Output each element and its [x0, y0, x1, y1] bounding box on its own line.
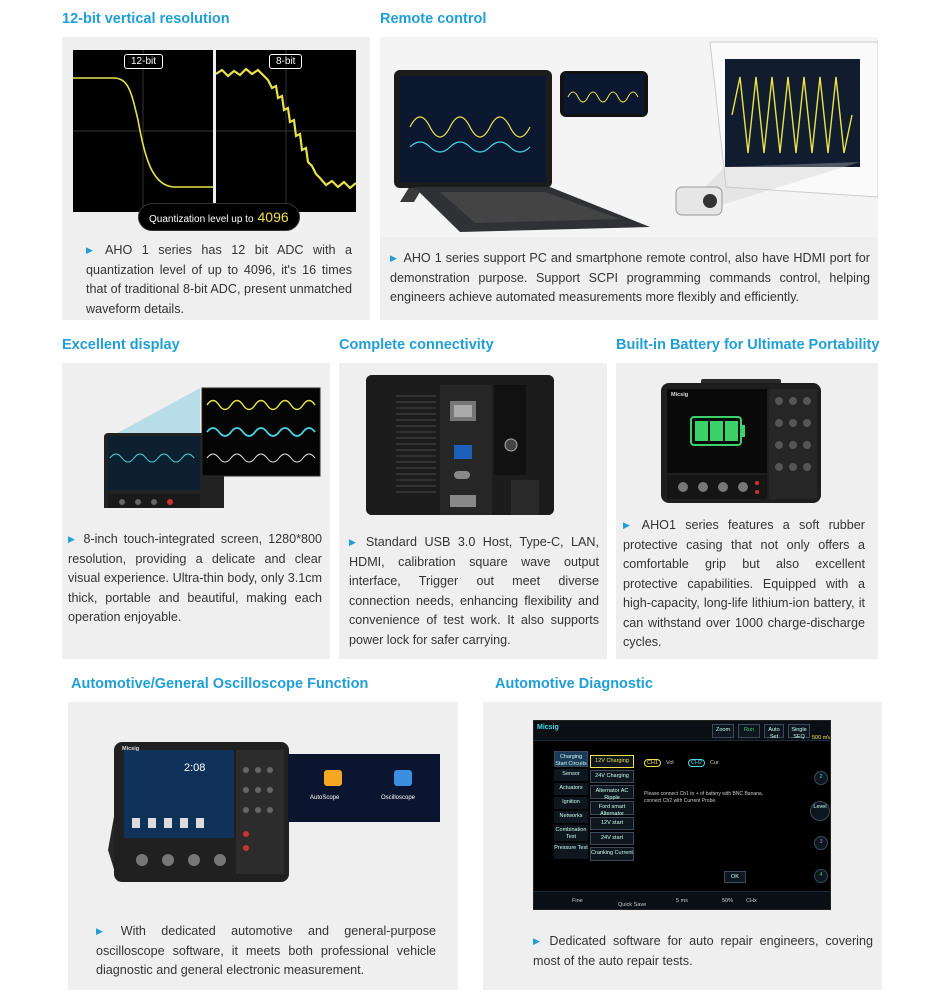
- single-seq-button[interactable]: Single SEQ: [788, 724, 810, 740]
- test-24v-charging[interactable]: 24V Charging: [590, 770, 634, 783]
- battery-image: Micsig: [661, 379, 821, 504]
- bottom-chx[interactable]: CHx: [746, 898, 757, 904]
- automotive-brand-logo: Micsig: [122, 746, 140, 752]
- test-ford-alternator[interactable]: Ford smart Alternator: [590, 801, 634, 817]
- app-oscilloscope-icon[interactable]: Oscilloscope: [381, 795, 416, 801]
- right-channel-4[interactable]: 4: [814, 869, 828, 883]
- right-channel-2[interactable]: 2: [814, 771, 828, 785]
- app-autoscope-icon[interactable]: AutoScope: [310, 795, 340, 801]
- diag-left-menu: Charging Start Circuits Sensor Actuators…: [554, 751, 588, 881]
- run-button[interactable]: Run: [738, 724, 760, 738]
- connectivity-desc-text: Standard USB 3.0 Host, Type-C, LAN, HDMI…: [349, 535, 599, 647]
- panel-connectivity: ▶Standard USB 3.0 Host, Type-C, LAN, HDM…: [339, 363, 607, 659]
- battery-description: ▶AHO1 series features a soft rubber prot…: [623, 516, 865, 653]
- ch2-label: Cur: [710, 760, 719, 766]
- bullet-icon: ▶: [86, 245, 99, 255]
- waveform-8bit-image: 8-bit: [216, 50, 356, 212]
- battery-brand-logo: Micsig: [671, 392, 689, 398]
- automotive-device-svg: [108, 742, 440, 882]
- section-title-remote: Remote control: [380, 11, 487, 27]
- right-level-button[interactable]: Level: [810, 801, 830, 821]
- test-cranking-current[interactable]: Cranking Current: [590, 847, 634, 861]
- bullet-icon: ▶: [96, 926, 115, 936]
- menu-item-sensor[interactable]: Sensor: [554, 769, 588, 781]
- diagnostic-screen: Micsig Zoom Run Auto Set Single SEQ 500 …: [533, 720, 831, 910]
- battery-device-svg: [661, 379, 821, 503]
- ch1-label: Vol: [666, 760, 674, 766]
- menu-item-combination[interactable]: Combination Test: [554, 825, 588, 841]
- test-24v-start[interactable]: 24V start: [590, 832, 634, 845]
- volt-div-readout: 500 mV: [812, 735, 831, 741]
- ports-svg: [366, 375, 554, 515]
- test-12v-start[interactable]: 12V start: [590, 817, 634, 830]
- display-description: ▶8-inch touch-integrated screen, 1280*80…: [68, 530, 322, 628]
- panel-display: ▶8-inch touch-integrated screen, 1280*80…: [62, 363, 330, 659]
- section-title-battery: Built-in Battery for Ultimate Portabilit…: [616, 337, 880, 353]
- automotive-clock: 2:08: [184, 762, 206, 774]
- test-alternator-ripple[interactable]: Alternator AC Ripple: [590, 785, 634, 801]
- remote-desc-text: AHO 1 series support PC and smartphone r…: [390, 251, 871, 304]
- ch1-indicator: CH1: [644, 759, 662, 767]
- display-device-svg: [104, 387, 321, 508]
- waveform-12bit-svg: [73, 50, 213, 212]
- test-12v-charging[interactable]: 12V Charging: [590, 755, 634, 768]
- connectivity-description: ▶Standard USB 3.0 Host, Type-C, LAN, HDM…: [349, 533, 599, 650]
- quantization-value: 4096: [257, 209, 289, 225]
- bottom-trigger-percent[interactable]: 50%: [722, 898, 734, 904]
- quantization-label: Quantization level up to: [149, 214, 254, 225]
- remote-devices-svg: [394, 41, 878, 232]
- resolution-description: ▶AHO 1 series has 12 bit ADC with a quan…: [86, 241, 352, 319]
- zoom-button[interactable]: Zoom: [712, 724, 734, 738]
- diag-brand-logo: Micsig: [537, 724, 559, 731]
- auto-set-button[interactable]: Auto Set: [764, 724, 784, 740]
- right-channel-3[interactable]: 3: [814, 836, 828, 850]
- display-image: [82, 378, 322, 508]
- menu-item-networks[interactable]: Networks: [554, 811, 588, 823]
- automotive-desc-text: With dedicated automotive and general-pu…: [96, 924, 437, 977]
- section-title-display: Excellent display: [62, 337, 180, 353]
- panel-automotive: Micsig 2:08 AutoScope Oscilloscope ▶With…: [68, 702, 458, 990]
- menu-item-pressure[interactable]: Pressure Test: [554, 843, 588, 859]
- connectivity-image: [366, 375, 554, 515]
- diag-top-bar: [534, 721, 830, 741]
- display-desc-text: 8-inch touch-integrated screen, 1280*800…: [68, 532, 323, 624]
- menu-item-charging[interactable]: Charging Start Circuits: [554, 751, 588, 767]
- ch2-indicator: CH2: [688, 759, 706, 767]
- remote-control-image: [380, 37, 878, 237]
- waveform-8bit-svg: [216, 50, 356, 212]
- bottom-quick-save[interactable]: Quick Save: [618, 902, 647, 908]
- bullet-icon: ▶: [623, 520, 636, 530]
- bullet-icon: ▶: [390, 253, 398, 263]
- diagnostic-description: ▶Dedicated software for auto repair engi…: [533, 932, 873, 971]
- diag-bottom-bar: [534, 891, 830, 909]
- section-title-connectivity: Complete connectivity: [339, 337, 494, 353]
- section-title-diagnostic: Automotive Diagnostic: [495, 676, 653, 692]
- section-title-automotive: Automotive/General Oscilloscope Function: [71, 676, 369, 692]
- menu-item-ignition[interactable]: Ignition: [554, 797, 588, 809]
- bullet-icon: ▶: [68, 534, 78, 544]
- remote-description: ▶AHO 1 series support PC and smartphone …: [390, 249, 870, 308]
- resolution-desc-text: AHO 1 series has 12 bit ADC with a quant…: [86, 243, 352, 316]
- chip-12bit: 12-bit: [124, 54, 164, 69]
- waveform-12bit-image: 12-bit: [73, 50, 213, 212]
- battery-desc-text: AHO1 series features a soft rubber prote…: [623, 518, 865, 649]
- diag-test-buttons: 12V Charging 24V Charging Alternator AC …: [590, 755, 634, 875]
- chip-8bit: 8-bit: [269, 54, 303, 69]
- panel-remote: ▶AHO 1 series support PC and smartphone …: [380, 37, 878, 320]
- menu-item-actuators[interactable]: Actuators: [554, 783, 588, 795]
- panel-diagnostic: Micsig Zoom Run Auto Set Single SEQ 500 …: [483, 702, 882, 990]
- automotive-description: ▶With dedicated automotive and general-p…: [96, 922, 436, 981]
- bottom-timebase[interactable]: 5 ms: [676, 898, 688, 904]
- section-title-resolution: 12-bit vertical resolution: [62, 11, 230, 27]
- automotive-image: Micsig 2:08 AutoScope Oscilloscope: [96, 740, 441, 888]
- bullet-icon: ▶: [349, 537, 360, 547]
- bottom-fine[interactable]: Fine: [572, 898, 583, 904]
- diagnostic-desc-text: Dedicated software for auto repair engin…: [533, 934, 873, 968]
- bullet-icon: ▶: [533, 936, 544, 946]
- panel-battery: Micsig ▶AHO1 series features a soft rubb…: [616, 363, 878, 659]
- diag-ok-button[interactable]: OK: [724, 871, 746, 883]
- diag-message: Please connect Ch1 to + of battery with …: [644, 791, 764, 804]
